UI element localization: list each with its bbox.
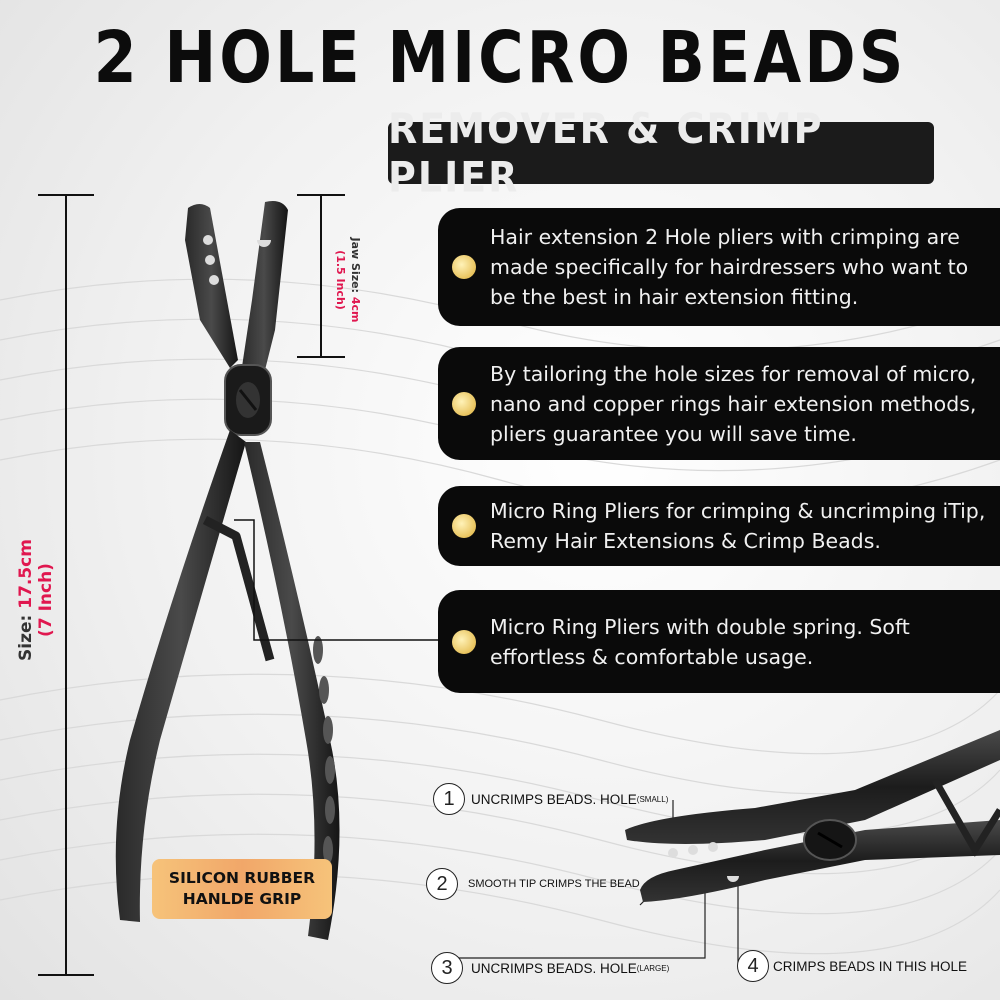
size-inch: (7 Inch) xyxy=(36,563,56,637)
bullet-icon xyxy=(452,255,476,279)
callout-text: SMOOTH TIP CRIMPS THE BEAD xyxy=(468,878,640,890)
callout-1: 1 UNCRIMPS BEADS. HOLE (SMALL) xyxy=(433,783,668,815)
callout-2: 2 SMOOTH TIP CRIMPS THE BEAD xyxy=(426,868,640,900)
jaw-inch: (1.5 Inch) xyxy=(334,250,347,310)
feature-card-4: Micro Ring Pliers with double spring. So… xyxy=(438,590,1000,693)
bullet-icon xyxy=(452,391,476,416)
feature-card-3: Micro Ring Pliers for crimping & uncrimp… xyxy=(438,486,1000,566)
callout-number: 1 xyxy=(433,783,465,815)
callout-number: 2 xyxy=(426,868,458,900)
subtitle-banner: REMOVER & CRIMP PLIER xyxy=(388,105,934,201)
feature-text: Micro Ring Pliers for crimping & uncrimp… xyxy=(490,499,986,553)
callout-small: (LARGE) xyxy=(636,963,670,973)
plier-main-image xyxy=(115,201,340,940)
feature-text: Micro Ring Pliers with double spring. So… xyxy=(490,614,910,669)
bullet-icon xyxy=(452,514,476,538)
callout-text: UNCRIMPS BEADS. HOLE xyxy=(471,960,637,976)
subtitle-text: REMOVER & CRIMP PLIER xyxy=(388,104,824,202)
callout-text: UNCRIMPS BEADS. HOLE xyxy=(471,791,637,807)
feature-card-2: By tailoring the hole sizes for removal … xyxy=(438,347,1000,460)
jaw-value: 4cm xyxy=(349,296,362,323)
grip-badge: SILICON RUBBER HANLDE GRIP xyxy=(152,859,332,919)
grip-line-1: SILICON RUBBER xyxy=(168,869,316,887)
callout-number: 4 xyxy=(737,950,769,982)
feature-card-1: Hair extension 2 Hole pliers with crimpi… xyxy=(438,208,1000,326)
plier-closeup-image xyxy=(625,730,1000,902)
feature-text: By tailoring the hole sizes for removal … xyxy=(490,361,977,446)
page-title: 2 HOLE MICRO BEADS xyxy=(93,15,907,100)
callout-4: 4 CRIMPS BEADS IN THIS HOLE xyxy=(737,950,967,982)
callout-text: CRIMPS BEADS IN THIS HOLE xyxy=(773,958,968,974)
size-dimension-label: Size: 17.5cm (7 Inch) xyxy=(6,500,66,700)
feature-text: Hair extension 2 Hole pliers with crimpi… xyxy=(490,225,969,309)
callout-small: (SMALL) xyxy=(636,794,669,804)
size-label-text: Size: xyxy=(16,614,36,661)
size-value: 17.5cm xyxy=(16,539,36,609)
jaw-label-text: Jaw Size: xyxy=(349,237,362,293)
jaw-size-label: Jaw Size: 4cm (1.5 Inch) xyxy=(328,215,368,345)
bullet-icon xyxy=(452,629,476,654)
callout-3: 3 UNCRIMPS BEADS. HOLE (LARGE) xyxy=(431,952,669,984)
grip-line-2: HANLDE GRIP xyxy=(182,890,302,908)
callout-number: 3 xyxy=(431,952,463,984)
